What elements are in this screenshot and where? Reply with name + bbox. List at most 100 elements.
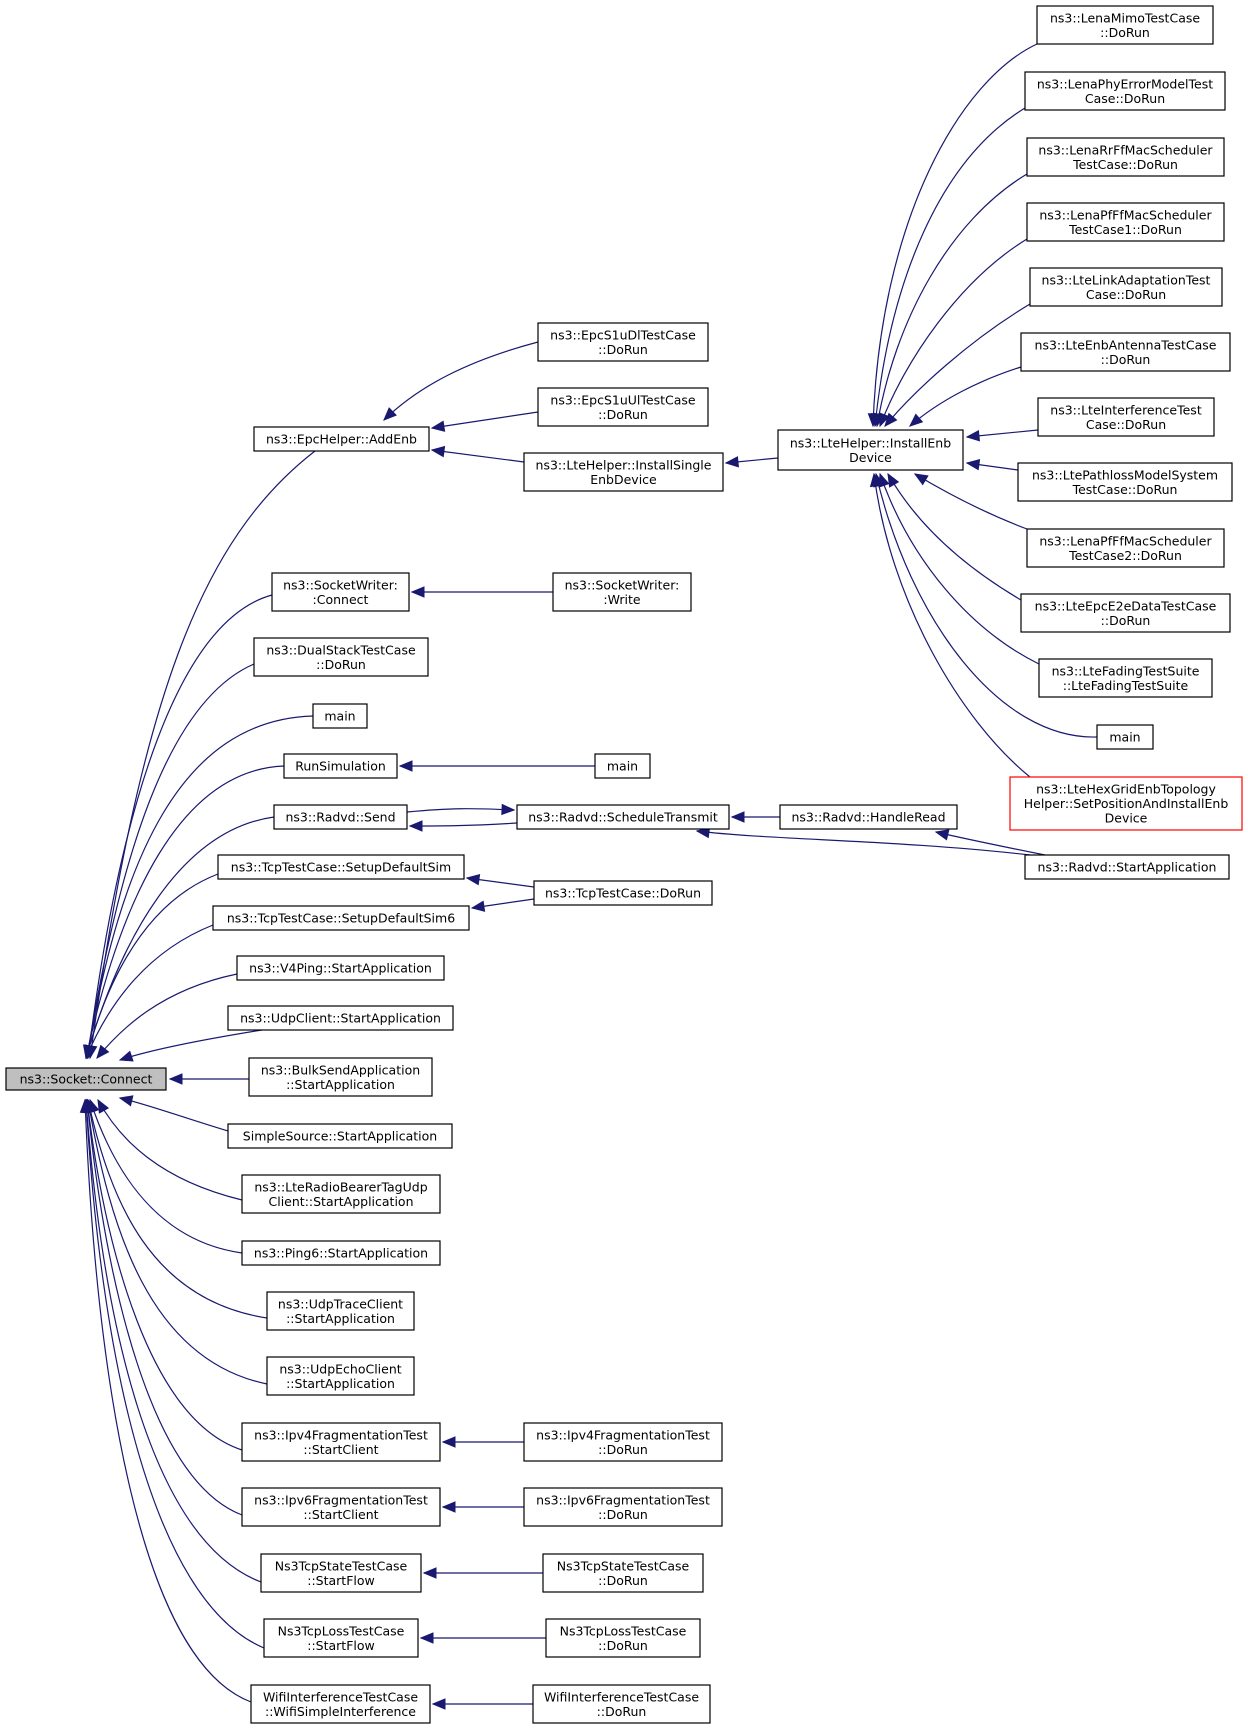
- node-box[interactable]: [312, 703, 368, 729]
- node-runsim[interactable]: RunSimulation: [283, 753, 398, 779]
- node-box[interactable]: [1017, 462, 1233, 502]
- node-lteradio[interactable]: ns3::LteRadioBearerTagUdpClient::StartAp…: [241, 1174, 441, 1214]
- node-swconnect[interactable]: ns3::SocketWriter::Connect: [271, 572, 410, 612]
- node-ipv4frag[interactable]: ns3::Ipv4FragmentationTest::StartClient: [241, 1422, 441, 1462]
- node-box[interactable]: [552, 572, 692, 612]
- node-tcpsetup[interactable]: ns3::TcpTestCase::SetupDefaultSim: [217, 854, 465, 880]
- node-radvdstart[interactable]: ns3::Radvd::StartApplication: [1024, 854, 1230, 880]
- node-udptrace[interactable]: ns3::UdpTraceClient::StartApplication: [266, 1291, 415, 1331]
- node-bulksend[interactable]: ns3::BulkSendApplication::StartApplicati…: [248, 1057, 433, 1097]
- node-wifiint[interactable]: WifiInterferenceTestCase::WifiSimpleInte…: [250, 1684, 431, 1724]
- node-box[interactable]: [537, 322, 709, 362]
- node-box[interactable]: [217, 854, 465, 880]
- node-box[interactable]: [266, 1356, 415, 1396]
- node-tcpsetup6[interactable]: ns3::TcpTestCase::SetupDefaultSim6: [212, 905, 470, 931]
- node-box[interactable]: [1037, 397, 1215, 437]
- node-pfff2[interactable]: ns3::LenaPfFfMacSchedulerTestCase2::DoRu…: [1026, 528, 1225, 568]
- node-box[interactable]: [241, 1174, 441, 1214]
- node-main2[interactable]: main: [594, 753, 651, 779]
- node-box[interactable]: [1026, 528, 1225, 568]
- node-box[interactable]: [523, 452, 724, 492]
- node-box[interactable]: [516, 804, 730, 830]
- node-v4ping[interactable]: ns3::V4Ping::StartApplication: [236, 955, 445, 981]
- node-box[interactable]: [250, 1684, 431, 1724]
- node-box[interactable]: [523, 1487, 723, 1527]
- node-box[interactable]: [1029, 267, 1223, 307]
- node-box[interactable]: [1024, 71, 1226, 111]
- node-wifiintrun[interactable]: WifiInterferenceTestCase::DoRun: [532, 1684, 711, 1724]
- node-box[interactable]: [537, 387, 709, 427]
- node-box[interactable]: [271, 572, 410, 612]
- node-box[interactable]: [241, 1240, 441, 1266]
- node-box[interactable]: [779, 804, 958, 830]
- node-tcpstate[interactable]: Ns3TcpStateTestCase::StartFlow: [260, 1553, 422, 1593]
- node-dualstack[interactable]: ns3::DualStackTestCase::DoRun: [253, 637, 429, 677]
- node-box[interactable]: [1038, 658, 1213, 698]
- node-box[interactable]: [533, 880, 713, 906]
- node-box[interactable]: [212, 905, 470, 931]
- node-s1dl[interactable]: ns3::EpcS1uDlTestCase::DoRun: [537, 322, 709, 362]
- node-box[interactable]: [1036, 5, 1214, 45]
- node-pathloss[interactable]: ns3::LtePathlossModelSystemTestCase::DoR…: [1017, 462, 1233, 502]
- node-box[interactable]: [236, 955, 445, 981]
- node-swwrite[interactable]: ns3::SocketWriter::Write: [552, 572, 692, 612]
- node-ipv4fragrun[interactable]: ns3::Ipv4FragmentationTest::DoRun: [523, 1422, 723, 1462]
- node-box[interactable]: [532, 1684, 711, 1724]
- node-box[interactable]: [5, 1067, 167, 1091]
- node-antenna[interactable]: ns3::LteEnbAntennaTestCase::DoRun: [1020, 332, 1231, 372]
- node-hexgrid[interactable]: ns3::LteHexGridEnbTopologyHelper::SetPos…: [1009, 776, 1243, 831]
- node-box[interactable]: [1096, 724, 1154, 750]
- node-box[interactable]: [227, 1005, 454, 1031]
- node-box[interactable]: [263, 1618, 419, 1658]
- node-tcploss[interactable]: Ns3TcpLossTestCase::StartFlow: [263, 1618, 419, 1658]
- node-box[interactable]: [253, 426, 430, 452]
- node-box[interactable]: [1026, 137, 1225, 177]
- node-s1ul[interactable]: ns3::EpcS1uUlTestCase::DoRun: [537, 387, 709, 427]
- node-tcpdorun[interactable]: ns3::TcpTestCase::DoRun: [533, 880, 713, 906]
- node-box[interactable]: [241, 1422, 441, 1462]
- node-box[interactable]: [523, 1422, 723, 1462]
- node-box[interactable]: [777, 429, 964, 471]
- node-box[interactable]: [1024, 854, 1230, 880]
- node-connect[interactable]: ns3::Socket::Connect: [5, 1067, 167, 1091]
- node-addenb[interactable]: ns3::EpcHelper::AddEnb: [253, 426, 430, 452]
- node-epce2e[interactable]: ns3::LteEpcE2eDataTestCase::DoRun: [1020, 593, 1231, 633]
- node-mimo[interactable]: ns3::LenaMimoTestCase::DoRun: [1036, 5, 1214, 45]
- node-sched[interactable]: ns3::Radvd::ScheduleTransmit: [516, 804, 730, 830]
- node-ipv6frag[interactable]: ns3::Ipv6FragmentationTest::StartClient: [241, 1487, 441, 1527]
- node-box[interactable]: [248, 1057, 433, 1097]
- node-box[interactable]: [260, 1553, 422, 1593]
- node-box[interactable]: [594, 753, 651, 779]
- node-fading[interactable]: ns3::LteFadingTestSuite::LteFadingTestSu…: [1038, 658, 1213, 698]
- node-box[interactable]: [241, 1487, 441, 1527]
- node-box[interactable]: [1020, 332, 1231, 372]
- node-box[interactable]: [1009, 776, 1243, 831]
- node-ipv6fragrun[interactable]: ns3::Ipv6FragmentationTest::DoRun: [523, 1487, 723, 1527]
- node-handleread[interactable]: ns3::Radvd::HandleRead: [779, 804, 958, 830]
- node-tcpstaterun[interactable]: Ns3TcpStateTestCase::DoRun: [542, 1553, 704, 1593]
- node-box[interactable]: [283, 753, 398, 779]
- node-box[interactable]: [542, 1553, 704, 1593]
- node-radvdsend[interactable]: ns3::Radvd::Send: [273, 804, 408, 830]
- node-main-lte[interactable]: main: [1096, 724, 1154, 750]
- node-box[interactable]: [273, 804, 408, 830]
- node-udpecho[interactable]: ns3::UdpEchoClient::StartApplication: [266, 1356, 415, 1396]
- node-pfff1[interactable]: ns3::LenaPfFfMacSchedulerTestCase1::DoRu…: [1026, 202, 1225, 242]
- node-simplesource[interactable]: SimpleSource::StartApplication: [227, 1123, 453, 1149]
- node-box[interactable]: [266, 1291, 415, 1331]
- node-box[interactable]: [545, 1618, 701, 1658]
- node-box[interactable]: [1026, 202, 1225, 242]
- node-box[interactable]: [253, 637, 429, 677]
- node-main1[interactable]: main: [312, 703, 368, 729]
- node-tcplossrun[interactable]: Ns3TcpLossTestCase::DoRun: [545, 1618, 701, 1658]
- node-ping6[interactable]: ns3::Ping6::StartApplication: [241, 1240, 441, 1266]
- node-udpclient[interactable]: ns3::UdpClient::StartApplication: [227, 1005, 454, 1031]
- node-box[interactable]: [227, 1123, 453, 1149]
- node-box[interactable]: [1020, 593, 1231, 633]
